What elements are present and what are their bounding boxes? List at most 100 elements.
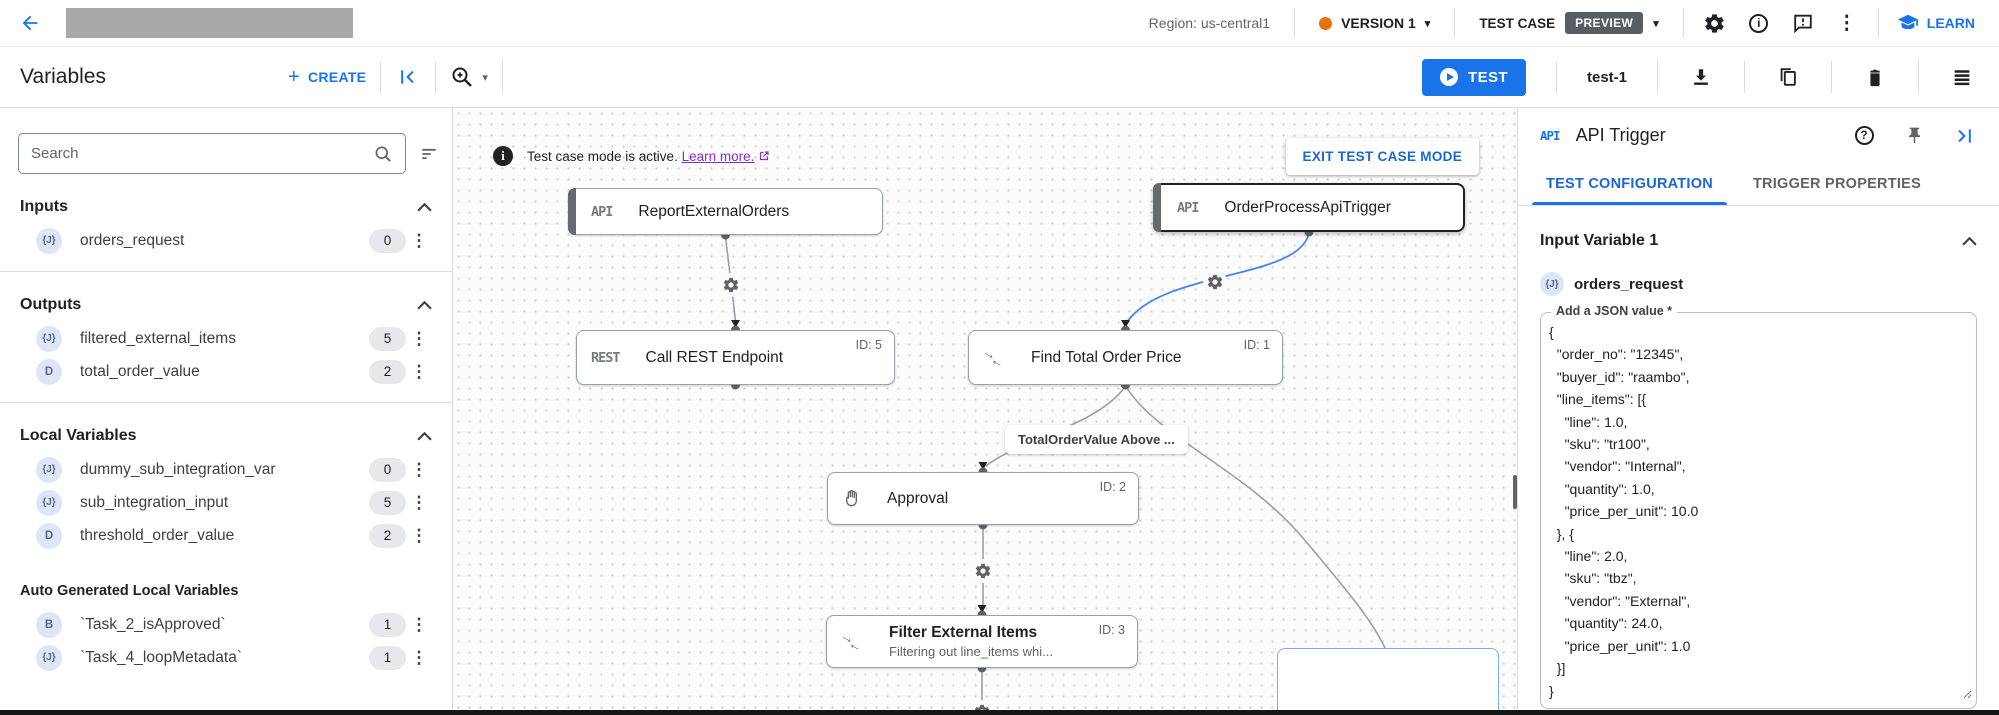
learn-label: LEARN bbox=[1926, 15, 1975, 31]
variable-name: total_order_value bbox=[80, 362, 200, 380]
exit-test-case-mode-button[interactable]: EXIT TEST CASE MODE bbox=[1285, 138, 1479, 175]
panel-resize-handle[interactable] bbox=[1513, 475, 1517, 509]
variable-name: dummy_sub_integration_var bbox=[80, 460, 276, 478]
divider bbox=[1682, 8, 1684, 38]
test-case-name[interactable]: test-1 bbox=[1586, 68, 1627, 86]
region-label: Region: us-central1 bbox=[1148, 15, 1271, 31]
feedback-icon[interactable] bbox=[1790, 10, 1816, 36]
node-find-total-order-price[interactable]: →← Find Total Order Price ID: 1 bbox=[968, 330, 1283, 385]
double-type-icon: D bbox=[36, 522, 62, 549]
collapse-panel-right-icon[interactable] bbox=[1951, 123, 1977, 149]
node-order-process-api-trigger[interactable]: API OrderProcessApiTrigger bbox=[1153, 183, 1465, 232]
variable-name: `Task_4_loopMetadata` bbox=[80, 648, 242, 666]
local-variables-section: Local Variables {J} dummy_sub_integratio… bbox=[0, 419, 452, 552]
node-call-rest-endpoint[interactable]: REST Call REST Endpoint ID: 5 bbox=[576, 330, 895, 385]
help-icon[interactable]: ? bbox=[1851, 123, 1877, 149]
search-icon bbox=[375, 146, 391, 162]
json-field-label: Add a JSON value * bbox=[1551, 304, 1678, 318]
more-vert-icon[interactable]: ⋮ bbox=[410, 614, 428, 634]
json-type-icon: {J} bbox=[1540, 272, 1564, 296]
divider bbox=[1877, 8, 1879, 38]
variable-name: `Task_2_isApproved` bbox=[80, 615, 226, 633]
api-trigger-config-panel: API API Trigger ? TEST CONFIGURATION TRI… bbox=[1517, 108, 1999, 715]
node-filter-external-items[interactable]: →← Filter External Items Filtering out l… bbox=[826, 615, 1138, 668]
search-box bbox=[18, 133, 406, 174]
back-arrow-icon[interactable] bbox=[16, 9, 44, 37]
hand-approval-icon bbox=[842, 488, 863, 509]
chevron-up-icon[interactable] bbox=[1962, 236, 1977, 246]
chevron-up-icon[interactable] bbox=[417, 431, 432, 441]
sort-filter-icon[interactable] bbox=[416, 141, 442, 167]
section-title: Auto Generated Local Variables bbox=[20, 583, 239, 599]
more-vert-icon[interactable]: ⋮ bbox=[410, 459, 428, 479]
chevron-up-icon[interactable] bbox=[417, 202, 432, 212]
test-case-dropdown[interactable]: TEST CASE PREVIEW ▾ bbox=[1473, 12, 1664, 34]
copy-icon[interactable] bbox=[1775, 64, 1801, 90]
more-vert-icon[interactable]: ⋮ bbox=[410, 647, 428, 667]
more-vert-icon[interactable]: ⋮ bbox=[1837, 12, 1857, 34]
pin-icon[interactable] bbox=[1901, 123, 1927, 149]
section-title: Local Variables bbox=[20, 427, 137, 444]
edge-condition-label[interactable]: TotalOrderValue Above ... bbox=[1005, 425, 1188, 454]
variable-row[interactable]: {J} dummy_sub_integration_var 0 ⋮ bbox=[20, 453, 432, 486]
usage-count-badge: 5 bbox=[369, 490, 406, 515]
log-list-icon[interactable] bbox=[1949, 64, 1975, 90]
banner-message: Test case mode is active. Learn more. bbox=[527, 149, 770, 164]
divider bbox=[501, 61, 503, 93]
variable-row[interactable]: {J} `Task_4_loopMetadata` 1 ⋮ bbox=[20, 641, 432, 674]
tab-test-configuration[interactable]: TEST CONFIGURATION bbox=[1526, 163, 1733, 205]
variable-row[interactable]: D threshold_order_value 2 ⋮ bbox=[20, 519, 432, 552]
create-label: CREATE bbox=[307, 69, 367, 85]
inputs-section: Inputs {J} orders_request 0 ⋮ bbox=[0, 190, 452, 257]
variable-row[interactable]: D total_order_value 2 ⋮ bbox=[20, 355, 432, 388]
node-approval[interactable]: Approval ID: 2 bbox=[827, 472, 1139, 525]
chevron-down-icon: ▾ bbox=[1653, 17, 1659, 30]
test-button[interactable]: TEST bbox=[1422, 58, 1526, 96]
more-vert-icon[interactable]: ⋮ bbox=[410, 525, 428, 545]
delete-trash-icon[interactable] bbox=[1862, 64, 1888, 90]
node-id-label: ID: 3 bbox=[1098, 623, 1125, 637]
variable-name: threshold_order_value bbox=[80, 526, 235, 544]
api-trigger-glyph: API bbox=[1177, 199, 1199, 216]
info-icon[interactable]: i bbox=[1746, 10, 1772, 36]
settings-gear-icon[interactable] bbox=[1702, 10, 1728, 36]
variable-row[interactable]: {J} sub_integration_input 5 ⋮ bbox=[20, 486, 432, 519]
redacted-integration-title bbox=[66, 8, 353, 38]
variable-row[interactable]: {J} orders_request 0 ⋮ bbox=[20, 224, 432, 257]
more-vert-icon[interactable]: ⋮ bbox=[410, 230, 428, 250]
partial-node-box[interactable] bbox=[1277, 648, 1499, 715]
learn-button[interactable]: LEARN bbox=[1897, 12, 1975, 34]
usage-count-badge: 1 bbox=[369, 645, 406, 670]
plus-icon: + bbox=[288, 65, 300, 88]
more-vert-icon[interactable]: ⋮ bbox=[410, 328, 428, 348]
divider bbox=[1657, 61, 1658, 93]
collapse-panel-left-icon[interactable] bbox=[395, 64, 421, 90]
outputs-section: Outputs {J} filtered_external_items 5 ⋮ … bbox=[0, 288, 452, 388]
more-vert-icon[interactable]: ⋮ bbox=[410, 492, 428, 512]
edge-gear-icon[interactable] bbox=[971, 559, 995, 583]
create-variable-button[interactable]: + CREATE bbox=[288, 66, 366, 89]
node-report-external-orders[interactable]: API ReportExternalOrders bbox=[568, 188, 883, 235]
divider bbox=[0, 271, 452, 272]
node-title: Approval bbox=[887, 489, 949, 507]
more-vert-icon[interactable]: ⋮ bbox=[410, 361, 428, 381]
usage-count-badge: 0 bbox=[369, 228, 406, 253]
search-input[interactable] bbox=[31, 145, 373, 162]
edge-gear-icon[interactable] bbox=[1203, 270, 1227, 294]
chevron-up-icon[interactable] bbox=[417, 300, 432, 310]
node-subtitle: Filtering out line_items whi... bbox=[889, 644, 1054, 659]
version-dropdown[interactable]: VERSION 1 ▾ bbox=[1313, 15, 1436, 31]
download-icon[interactable] bbox=[1688, 64, 1714, 90]
json-type-icon: {J} bbox=[36, 456, 62, 483]
json-value-textarea[interactable]: { "order_no": "12345", "buyer_id": "raam… bbox=[1549, 321, 1972, 699]
auto-generated-section: Auto Generated Local Variables B `Task_2… bbox=[0, 574, 452, 674]
divider bbox=[0, 402, 452, 403]
variable-row[interactable]: {J} filtered_external_items 5 ⋮ bbox=[20, 322, 432, 355]
learn-more-link[interactable]: Learn more. bbox=[682, 149, 771, 164]
usage-count-badge: 0 bbox=[369, 457, 406, 482]
edge-gear-icon[interactable] bbox=[719, 273, 743, 297]
integration-canvas[interactable]: i Test case mode is active. Learn more. … bbox=[453, 108, 1517, 715]
tab-trigger-properties[interactable]: TRIGGER PROPERTIES bbox=[1752, 176, 1922, 192]
zoom-control-dropdown[interactable]: ▾ bbox=[450, 65, 488, 89]
variable-row[interactable]: B `Task_2_isApproved` 1 ⋮ bbox=[20, 608, 432, 641]
